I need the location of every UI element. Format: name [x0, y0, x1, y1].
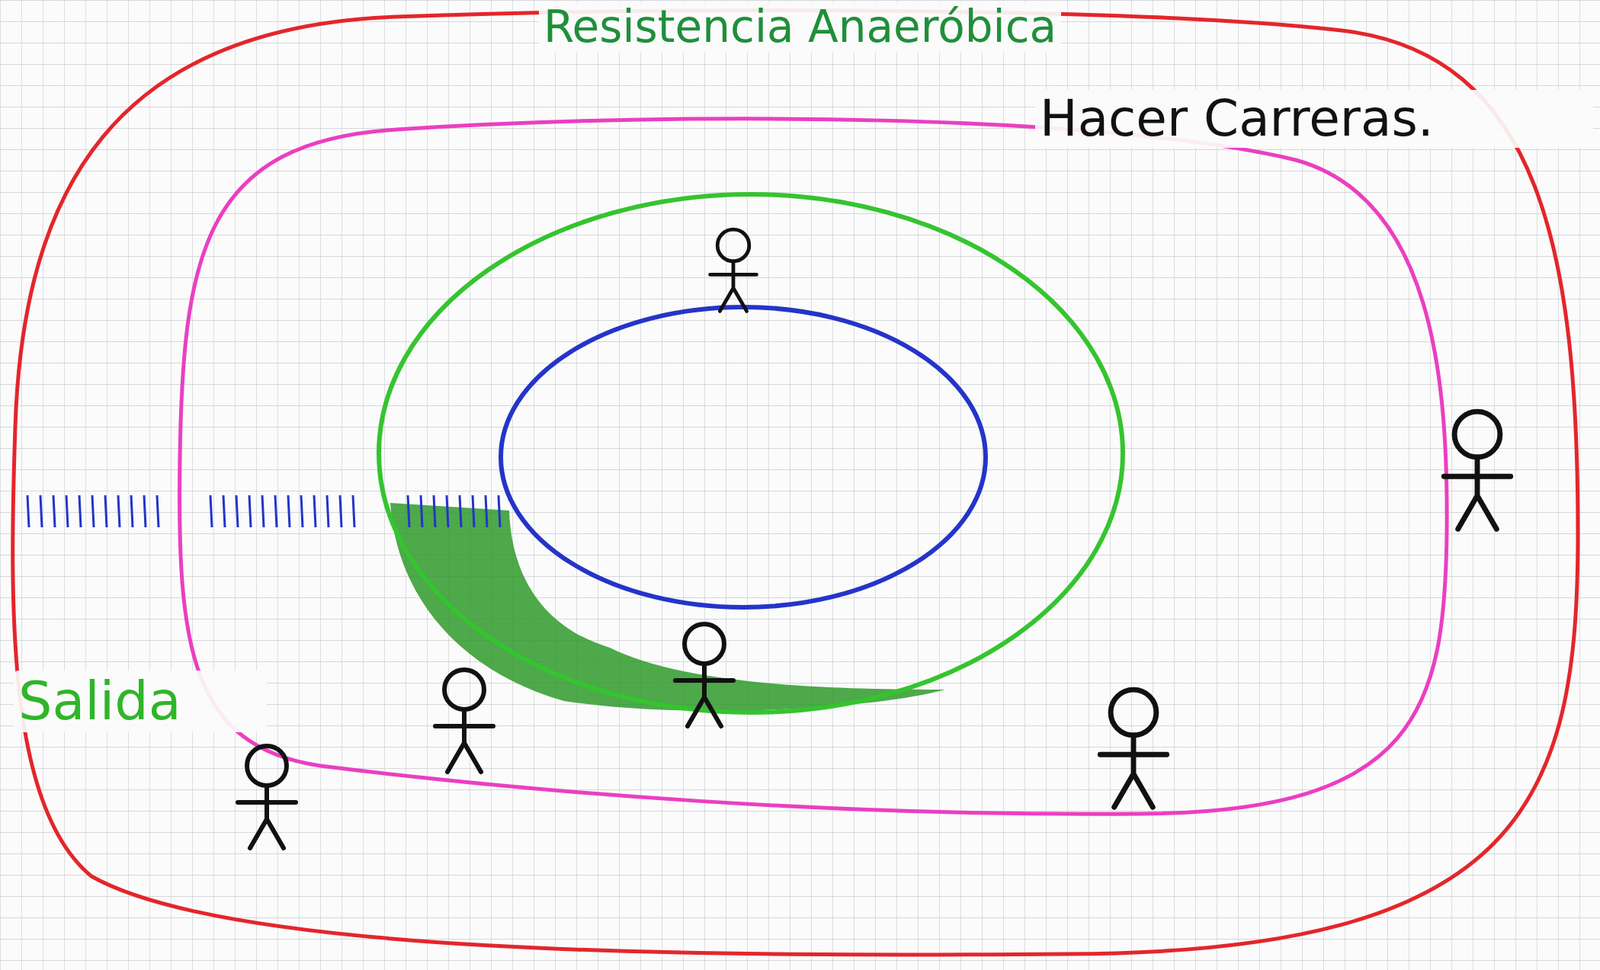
start-tick [105, 495, 107, 528]
green-shading [390, 503, 946, 712]
label-holder: Hacer Carreras. [1035, 89, 1594, 148]
start-tick [472, 495, 475, 528]
outer-track [12, 10, 1578, 956]
stick-figure [237, 746, 296, 849]
start-tick [314, 495, 316, 528]
start-tick [223, 495, 225, 528]
start-tick [275, 495, 277, 528]
inner-field [500, 307, 986, 608]
stick-figure [1099, 689, 1167, 808]
start-line [27, 495, 501, 528]
start-tick [498, 495, 501, 528]
start-tick [407, 495, 410, 528]
title: Resistencia Anaeróbica [538, 1, 1062, 53]
start-tick [236, 495, 238, 528]
start-tick [420, 495, 423, 528]
start-tick [459, 495, 462, 528]
pink-track [179, 118, 1448, 815]
start-tick [288, 495, 290, 528]
start-tick [446, 495, 449, 528]
title-holder: Resistencia Anaeróbica [0, 1, 1600, 53]
start-tick [131, 495, 133, 528]
start-tick [352, 495, 355, 528]
stick-figure [435, 670, 494, 773]
start-tick [27, 495, 29, 528]
activity-label: Hacer Carreras. [1035, 89, 1594, 148]
start-tick [249, 495, 251, 528]
green-track [378, 194, 1123, 713]
stick-figure [710, 229, 757, 312]
label-holder: Salida [13, 670, 267, 733]
start-tick [433, 495, 436, 528]
start-tick [301, 495, 303, 528]
start-tick [79, 495, 81, 528]
stick-figure [675, 624, 734, 727]
start-tick [157, 495, 159, 528]
start-tick [40, 495, 42, 528]
start-tick [327, 495, 329, 528]
stick-figure [1443, 411, 1511, 530]
start-tick [66, 495, 68, 528]
start-tick [262, 495, 264, 528]
start-tick [210, 495, 212, 528]
start-tick [144, 495, 146, 528]
start-tick [485, 495, 488, 528]
start-tick [118, 495, 120, 528]
start-tick [339, 495, 342, 528]
start-tick [92, 495, 94, 528]
start-tick [53, 495, 55, 528]
start-label: Salida [13, 670, 267, 733]
runners [237, 229, 1511, 849]
